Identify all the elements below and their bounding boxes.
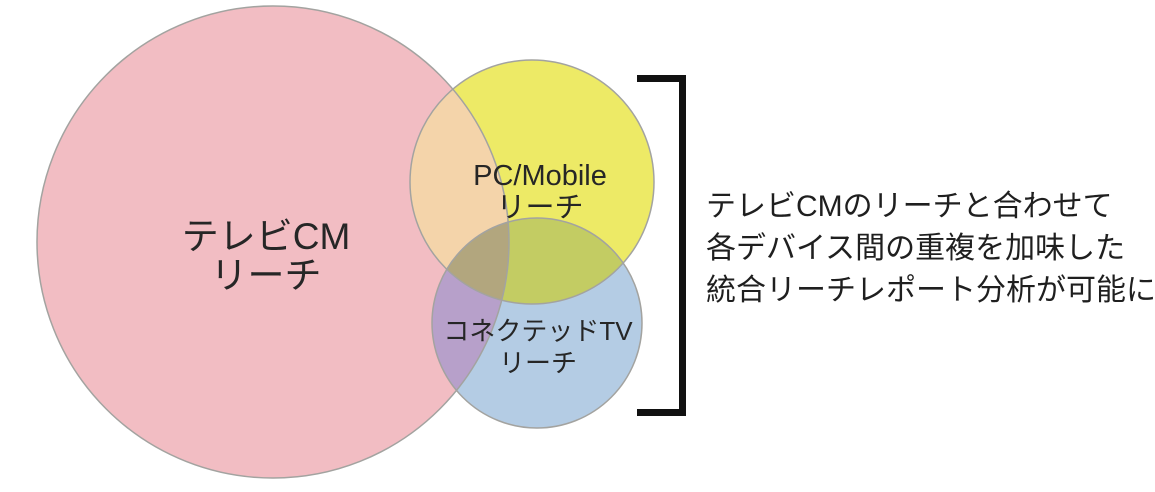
bracket [637,75,686,416]
tv-cm-label-line1: テレビCM [181,216,351,257]
annotation-line3: 統合リーチレポート分析が可能に [706,274,1155,307]
connected-tv-label: コネクテッドTV リーチ [408,315,668,379]
tv-cm-circle-outline [36,5,510,479]
annotation-line2: 各デバイス間の重複を加味した [706,232,1126,265]
pc-mobile-label: PC/Mobile リーチ [410,160,670,224]
connected-tv-label-line2: リーチ [498,348,577,378]
pc-mobile-circle-outline [409,59,655,305]
annotation-text: テレビCMのリーチと合わせて 各デバイス間の重複を加味した 統合リーチレポート分… [706,186,1155,312]
annotation-line1: テレビCMのリーチと合わせて [706,190,1113,223]
pc-mobile-label-line2: リーチ [496,192,584,224]
connected-tv-label-line1: コネクテッドTV [443,316,633,346]
tv-cm-label-line2: リーチ [210,255,322,296]
connected-tv-circle-outline [431,217,643,429]
triple-overlap-region [432,218,509,304]
tv-cm-label: テレビCM リーチ [116,217,416,295]
tv-cm-circle [37,6,509,478]
pc-mobile-label-line1: PC/Mobile [473,160,607,192]
